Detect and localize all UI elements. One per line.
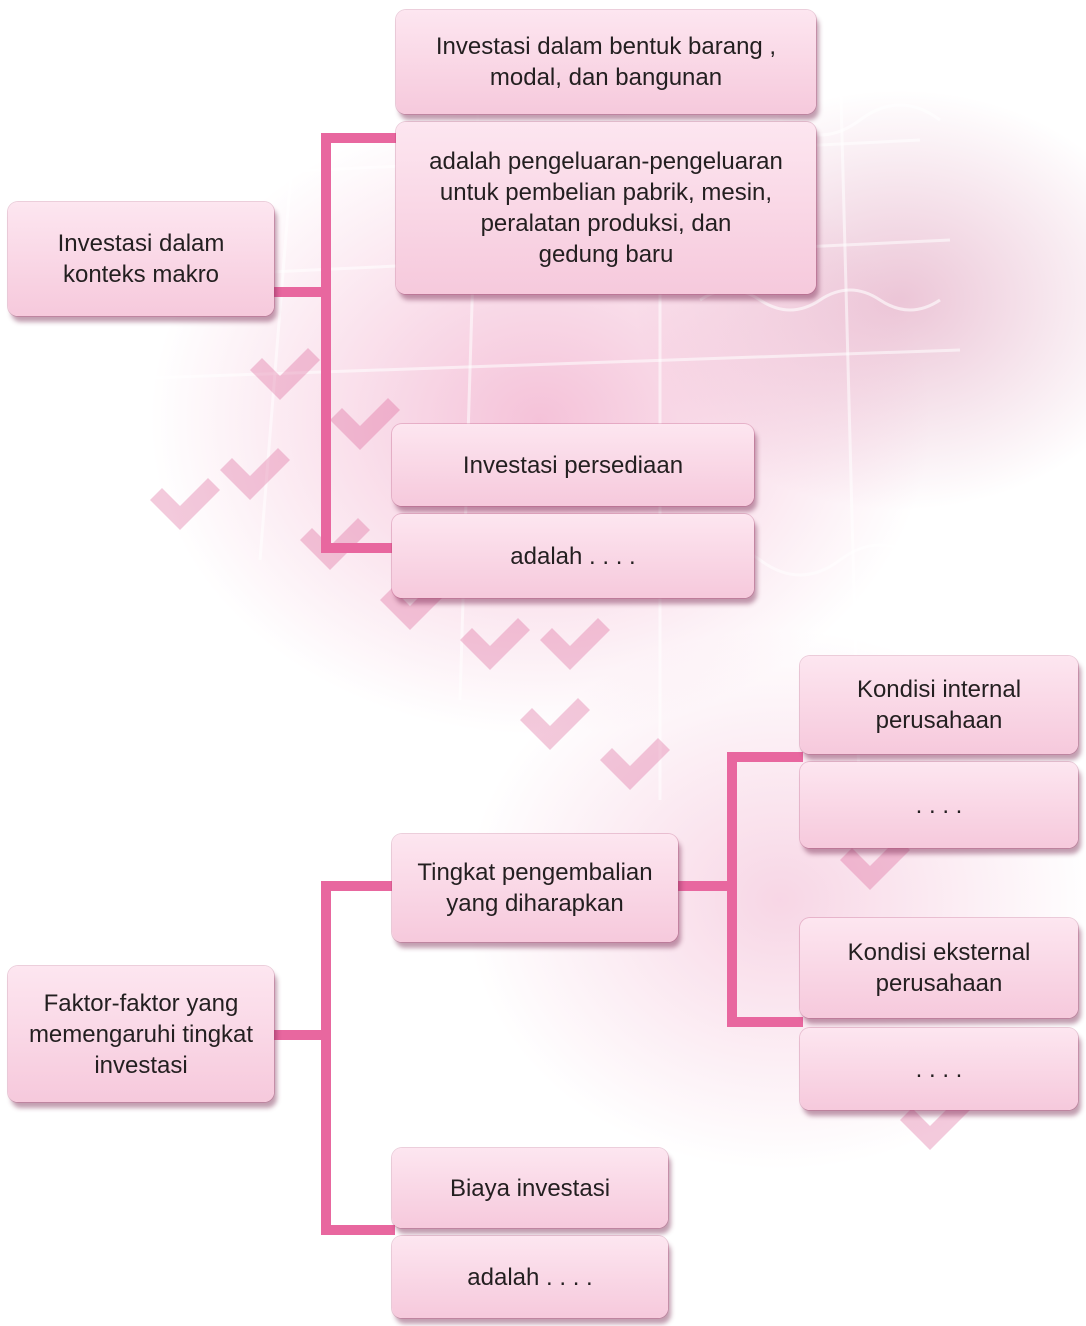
branch-investasi-barang-title: Investasi dalam bentuk barang , modal, d… <box>396 10 816 114</box>
sub-kondisi-internal-title: Kondisi internal perusahaan <box>800 656 1078 754</box>
branch-definition-label: adalah . . . . <box>510 542 636 570</box>
factor-biaya-investasi-definition: adalah . . . . <box>392 1236 668 1318</box>
root-node-faktor-investasi: Faktor-faktor yang memengaruhi tingkat i… <box>8 966 274 1102</box>
factor-label: Biaya investasi <box>449 1174 611 1202</box>
branch-investasi-barang-definition: adalah pengeluaran-pengeluaran untuk pem… <box>396 122 816 294</box>
sub-title-label: Kondisi internal perusahaan <box>856 676 1022 734</box>
factor-tingkat-pengembalian: Tingkat pengembalian yang diharapkan <box>392 834 678 942</box>
branch-investasi-persediaan-title: Investasi persediaan <box>392 424 754 506</box>
root-node-investasi-makro: Investasi dalam konteks makro <box>8 202 274 316</box>
factor-definition-label: adalah . . . . <box>467 1263 593 1291</box>
sub-definition-label: . . . . <box>915 791 963 819</box>
branch-investasi-persediaan-definition: adalah . . . . <box>392 514 754 598</box>
factor-biaya-investasi-title: Biaya investasi <box>392 1148 668 1228</box>
branch-title-label: Investasi persediaan <box>462 451 684 479</box>
sub-kondisi-eksternal-definition: . . . . <box>800 1028 1078 1110</box>
root-node-label: Investasi dalam konteks makro <box>57 230 225 288</box>
sub-title-label: Kondisi eksternal perusahaan <box>847 939 1031 997</box>
branch-title-label: Investasi dalam bentuk barang , modal, d… <box>435 33 777 91</box>
factor-label: Tingkat pengembalian yang diharapkan <box>417 859 653 917</box>
sub-definition-label: . . . . <box>915 1055 963 1083</box>
sub-kondisi-internal-definition: . . . . <box>800 762 1078 848</box>
sub-kondisi-eksternal-title: Kondisi eksternal perusahaan <box>800 918 1078 1018</box>
branch-definition-label: adalah pengeluaran-pengeluaran untuk pem… <box>429 148 783 268</box>
root-node-label: Faktor-faktor yang memengaruhi tingkat i… <box>28 989 254 1079</box>
